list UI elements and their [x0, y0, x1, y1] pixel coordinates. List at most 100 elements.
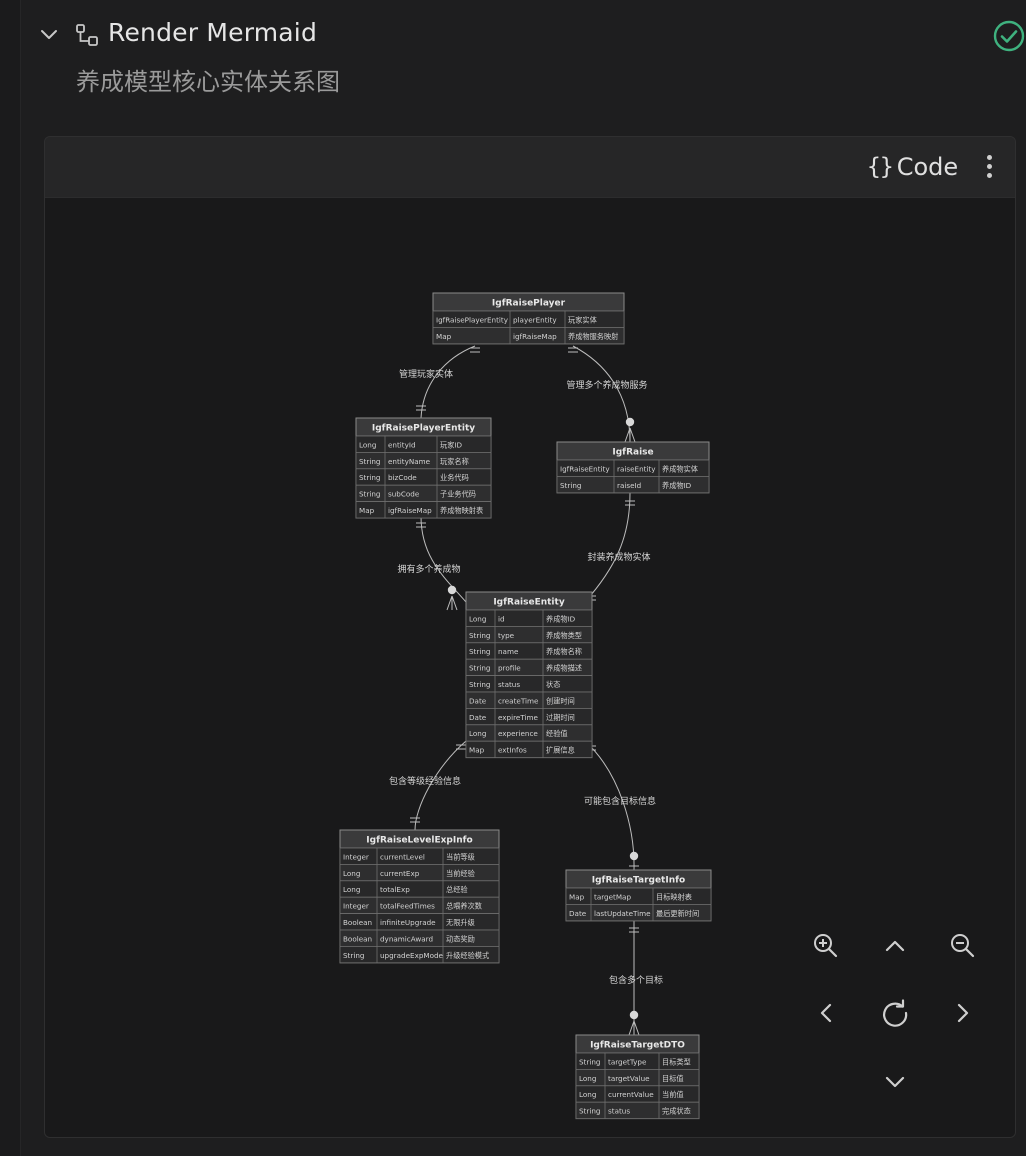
attribute-comment: 当前经验	[446, 869, 475, 878]
relationship-label: 封装养成物实体	[587, 551, 650, 563]
more-vertical-icon[interactable]	[979, 151, 999, 183]
diagram-canvas[interactable]: 管理玩家实体管理多个养成物服务拥有多个养成物封装养成物实体包含等级经验信息可能包…	[45, 198, 1015, 1137]
attribute-name: currentLevel	[380, 852, 425, 861]
relationship-igf-raise-player-igf-raise: 管理多个养成物服务	[566, 345, 648, 443]
flow-diagram-icon	[76, 24, 98, 46]
attribute-name: igfRaiseMap	[513, 332, 557, 341]
attribute-type: Map	[469, 746, 485, 755]
attribute-type: String	[469, 647, 490, 656]
attribute-type: Long	[579, 1074, 596, 1083]
attribute-comment: 动态奖励	[446, 934, 475, 943]
attribute-name: targetValue	[608, 1074, 650, 1083]
attribute-comment: 总喂养次数	[446, 902, 482, 911]
attribute-name: lastUpdateTime	[594, 909, 651, 918]
attribute-type: Map	[359, 506, 375, 515]
relationship-igf-raise-entity-igf-raise-level-exp-info: 包含等级经验信息	[389, 740, 467, 831]
attribute-comment: 目标类型	[662, 1057, 691, 1066]
relationship-label: 管理多个养成物服务	[566, 379, 647, 391]
attribute-type: String	[359, 457, 380, 466]
zoom-in-icon[interactable]	[806, 926, 846, 966]
pan-up-icon[interactable]	[875, 926, 915, 966]
pan-right-icon[interactable]	[943, 993, 983, 1033]
entity-title: IgfRaisePlayerEntity	[372, 424, 475, 434]
attribute-name: raiseEntity	[617, 464, 656, 473]
attribute-name: currentExp	[380, 869, 420, 878]
relationship-igf-raise-igf-raise-entity: 封装养成物实体	[584, 492, 651, 603]
attribute-name: createTime	[498, 696, 539, 705]
attribute-type: IgfRaiseEntity	[560, 464, 610, 473]
attribute-type: Date	[569, 909, 587, 918]
chevron-down-icon[interactable]	[38, 24, 60, 46]
attribute-name: upgradeExpMode	[380, 951, 444, 960]
relationship-label: 包含多个目标	[609, 974, 663, 986]
attribute-comment: 养成物描述	[546, 664, 582, 673]
entity-title: IgfRaiseLevelExpInfo	[366, 836, 472, 846]
attribute-name: playerEntity	[513, 315, 557, 324]
attribute-comment: 养成物ID	[546, 614, 576, 623]
attribute-comment: 状态	[546, 680, 560, 689]
attribute-type: String	[469, 680, 490, 689]
attribute-name: currentValue	[608, 1090, 654, 1099]
attribute-comment: 养成物实体	[662, 464, 698, 473]
relationship-label: 可能包含目标信息	[584, 795, 656, 807]
attribute-type: Long	[359, 440, 376, 449]
attribute-type: String	[469, 664, 490, 673]
diagram-subtitle: 养成模型核心实体关系图	[76, 68, 340, 96]
relationship-igf-raise-target-info-igf-raise-target-dto: 包含多个目标	[609, 921, 663, 1036]
attribute-name: totalExp	[380, 885, 410, 894]
attribute-name: id	[498, 614, 505, 623]
attribute-comment: 子业务代码	[440, 490, 476, 499]
left-rail	[0, 0, 21, 1156]
attribute-comment: 过期时间	[546, 713, 575, 722]
attribute-comment: 养成物映射表	[440, 506, 483, 515]
attribute-comment: 养成物类型	[546, 631, 582, 640]
relationship-label: 拥有多个养成物	[397, 563, 460, 575]
attribute-comment: 当前等级	[446, 852, 475, 861]
attribute-name: totalFeedTimes	[380, 902, 435, 911]
entity-title: IgfRaiseEntity	[493, 598, 565, 608]
entity-title: IgfRaiseTargetDTO	[590, 1041, 685, 1051]
attribute-comment: 扩展信息	[546, 746, 575, 755]
attribute-type: IgfRaisePlayerEntity	[436, 315, 509, 324]
attribute-name: infiniteUpgrade	[380, 918, 436, 927]
attribute-comment: 玩家名称	[440, 457, 469, 466]
code-button[interactable]: {} Code	[867, 151, 958, 183]
attribute-type: Long	[469, 729, 486, 738]
attribute-comment: 玩家ID	[440, 440, 462, 449]
pan-down-icon[interactable]	[875, 1062, 915, 1102]
attribute-type: Map	[569, 892, 585, 901]
zoom-out-icon[interactable]	[943, 926, 983, 966]
attribute-type: String	[579, 1107, 600, 1116]
mermaid-panel: {} Code 管理玩家实体管理多个养成物服务拥有多个养成物封装养成物实体包含等…	[44, 136, 1016, 1138]
reset-icon[interactable]	[875, 993, 915, 1033]
attribute-comment: 最后更新时间	[656, 909, 699, 918]
attribute-comment: 养成物服务映射	[568, 332, 618, 341]
entity-attribute-row: IgfRaiseEntity raiseEntity 养成物实体	[556, 459, 710, 477]
attribute-comment: 经验值	[546, 729, 568, 738]
pan-left-icon[interactable]	[806, 993, 846, 1033]
relationship-igf-raise-entity-igf-raise-target-info: 可能包含目标信息	[584, 740, 656, 871]
